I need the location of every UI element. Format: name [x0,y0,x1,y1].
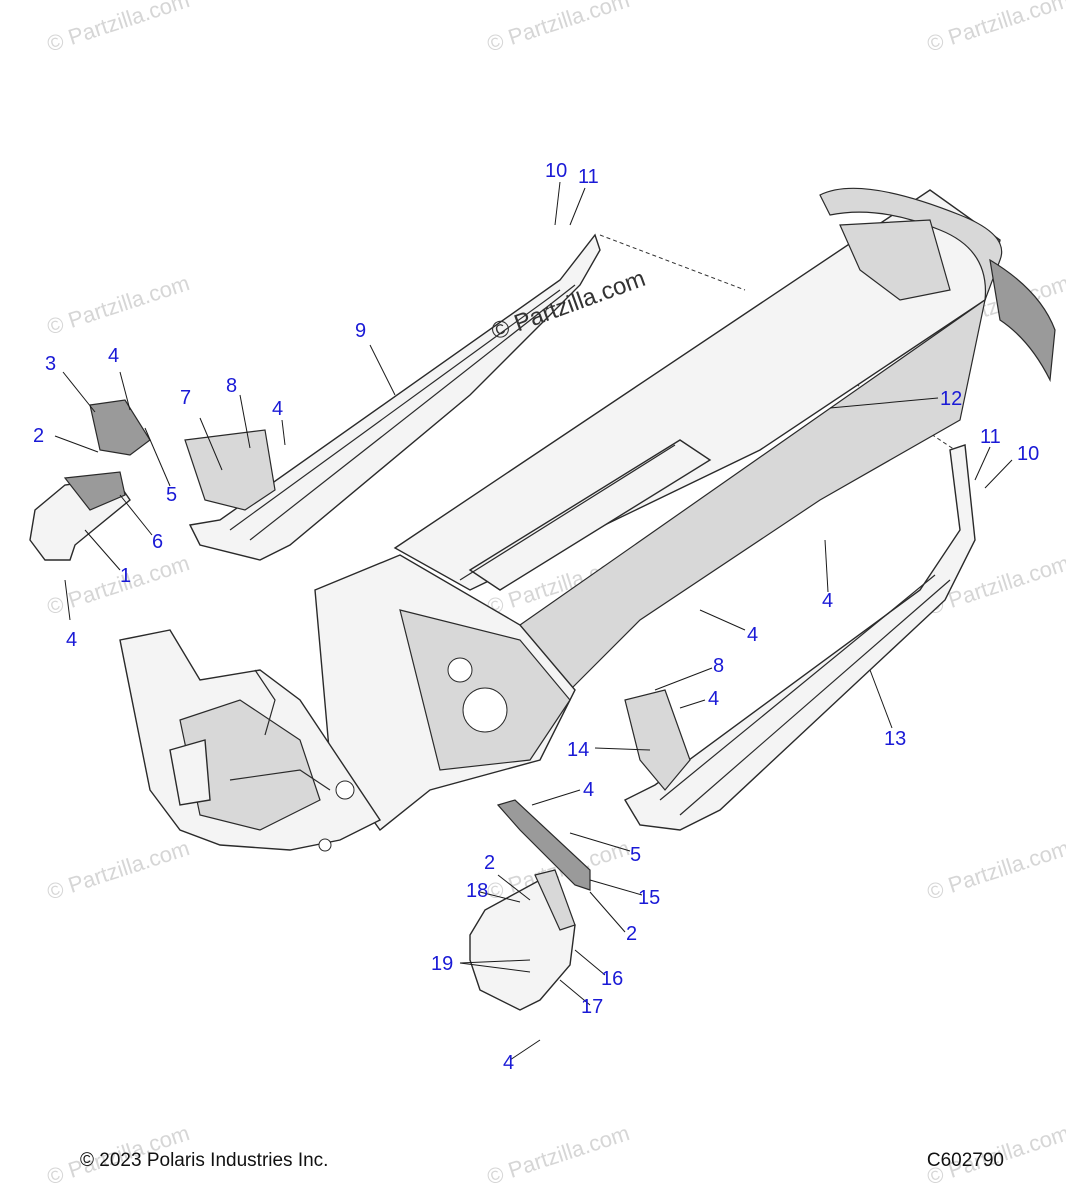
watermark-text: © Partzilla.com [924,0,1066,57]
callout-8: 8 [226,375,237,397]
callout-5: 5 [630,844,641,866]
callout-4: 4 [822,590,833,612]
callout-14: 14 [567,739,589,761]
callout-18: 18 [466,880,488,902]
callout-11: 11 [980,426,1001,448]
callout-7: 7 [180,387,191,409]
watermark-text: © Partzilla.com [44,270,193,340]
callout-4: 4 [503,1052,514,1074]
callout-6: 6 [152,531,163,553]
chassis-tunnel [119,187,1056,852]
callout-16: 16 [601,968,623,990]
callout-4: 4 [108,345,119,367]
callout-2: 2 [626,923,637,945]
callout-19: 19 [431,953,453,975]
callout-12: 12 [940,388,962,410]
callout-8: 8 [713,655,724,677]
callout-numbers: 1 2 3 4 5 6 4 7 8 4 9 10 11 12 11 10 4 4… [33,160,1039,1074]
callout-1: 1 [120,565,131,587]
diagram-code: C602790 [926,1150,1004,1171]
callout-5: 5 [166,484,177,506]
callout-17: 17 [581,996,603,1018]
leader-lines [54,181,1013,1061]
running-board-right [624,444,976,831]
callout-15: 15 [638,887,660,909]
callout-11: 11 [578,166,599,188]
callout-4: 4 [583,779,594,801]
copyright-text: © 2023 Polaris Industries Inc. [80,1150,329,1171]
watermark-text: © Partzilla.com [484,1120,633,1190]
watermark-text: © Partzilla.com [924,835,1066,905]
callout-4: 4 [66,629,77,651]
callout-4: 4 [747,624,758,646]
watermark-text: © Partzilla.com [44,835,193,905]
callout-13: 13 [884,728,906,750]
callout-9: 9 [355,320,366,342]
watermark-text: © Partzilla.com [44,0,193,57]
callout-4: 4 [708,688,719,710]
lower-plates [469,799,591,1011]
callout-3: 3 [45,353,56,375]
callout-2: 2 [484,852,495,874]
running-board-left [184,233,601,561]
side-plates-left [29,399,151,561]
callout-10: 10 [545,160,567,182]
callout-10: 10 [1017,443,1039,465]
callout-2: 2 [33,425,44,447]
callout-4: 4 [272,398,283,420]
watermark-text: © Partzilla.com [484,0,633,57]
